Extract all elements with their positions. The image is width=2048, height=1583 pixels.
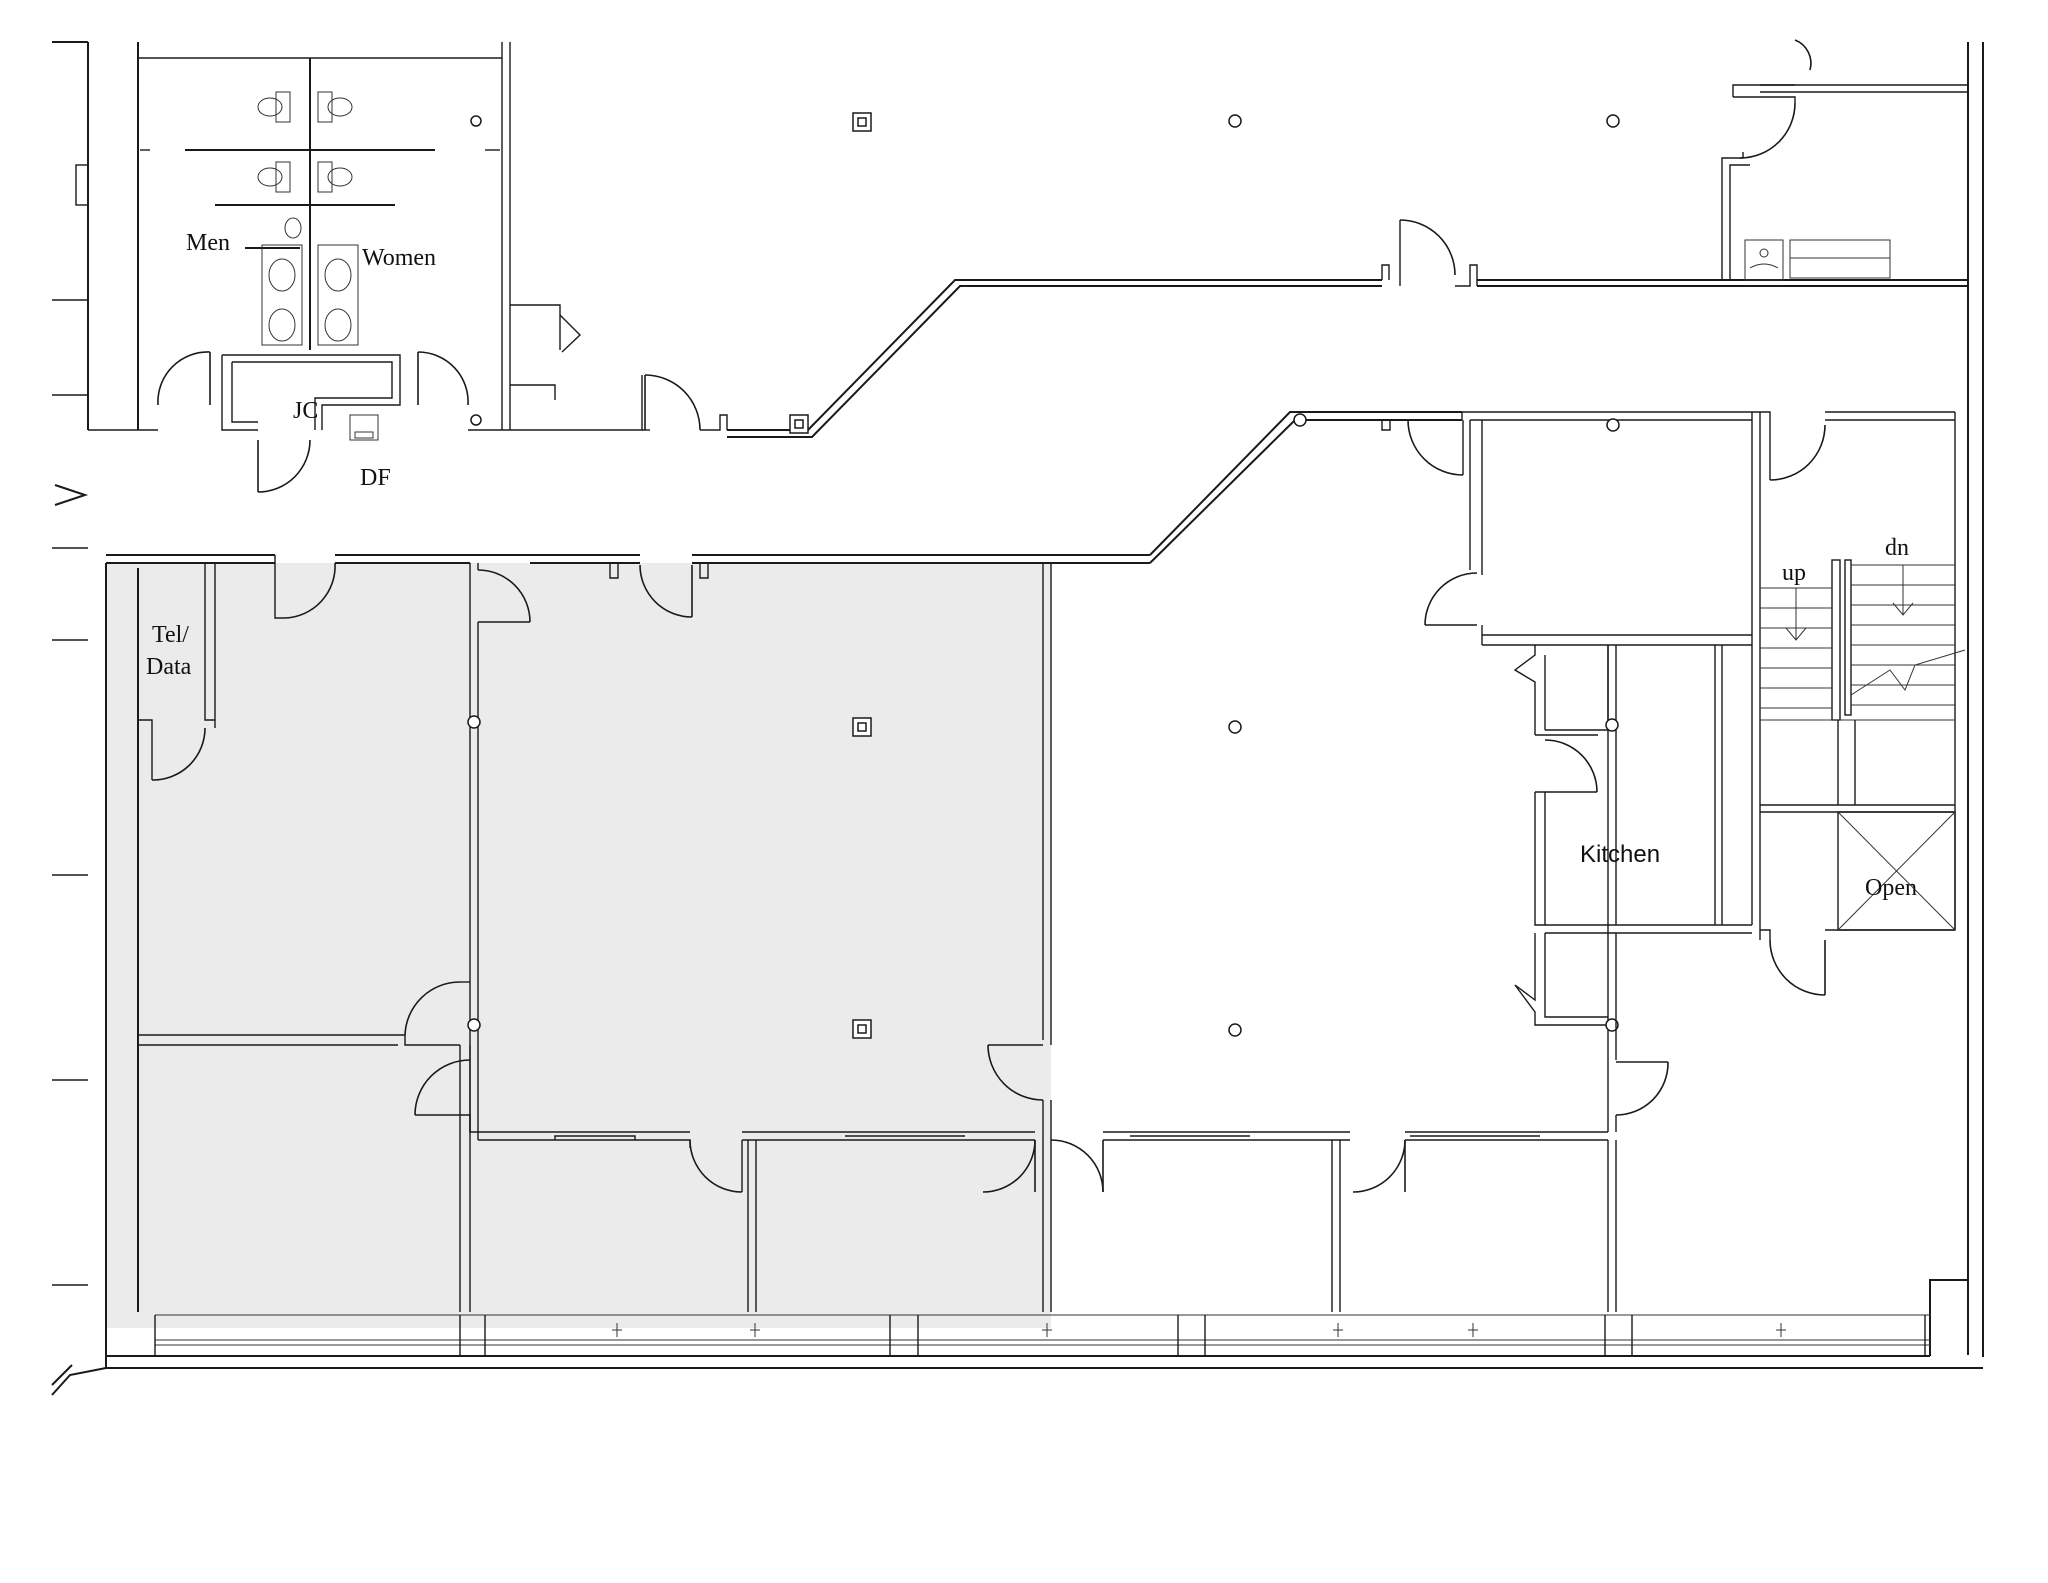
elevator-shaft bbox=[1837, 811, 1956, 931]
label-dn: dn bbox=[1885, 535, 1909, 561]
south-windows bbox=[154, 1314, 1930, 1356]
label-jc: JC bbox=[293, 398, 318, 424]
exterior-walls bbox=[51, 41, 1984, 1396]
suite-north-wall bbox=[106, 411, 1464, 1140]
north-corridor bbox=[510, 39, 1968, 438]
up-arrow-icon bbox=[1785, 588, 1807, 641]
label-men: Men bbox=[186, 230, 230, 256]
label-up: up bbox=[1782, 560, 1806, 586]
tel-data-closet bbox=[138, 563, 216, 781]
east-core bbox=[1424, 411, 1966, 1132]
toilet-fixtures bbox=[245, 91, 353, 249]
sink-fixtures bbox=[261, 244, 359, 346]
highlighted-suite-area bbox=[106, 563, 1051, 1328]
label-women: Women bbox=[362, 245, 436, 271]
interior-walls bbox=[138, 563, 1617, 1312]
label-kitchen: Kitchen bbox=[1580, 841, 1660, 868]
restroom-block bbox=[88, 42, 511, 493]
structural-columns bbox=[852, 112, 1620, 1039]
room-labels: Men Women JC DF Tel/ Data Kitchen up dn … bbox=[146, 230, 1917, 901]
label-open: Open bbox=[1865, 875, 1917, 901]
label-df: DF bbox=[360, 465, 391, 491]
label-tel: Tel/ bbox=[152, 622, 189, 648]
label-data: Data bbox=[146, 654, 192, 680]
down-arrow-icon bbox=[1892, 565, 1914, 616]
